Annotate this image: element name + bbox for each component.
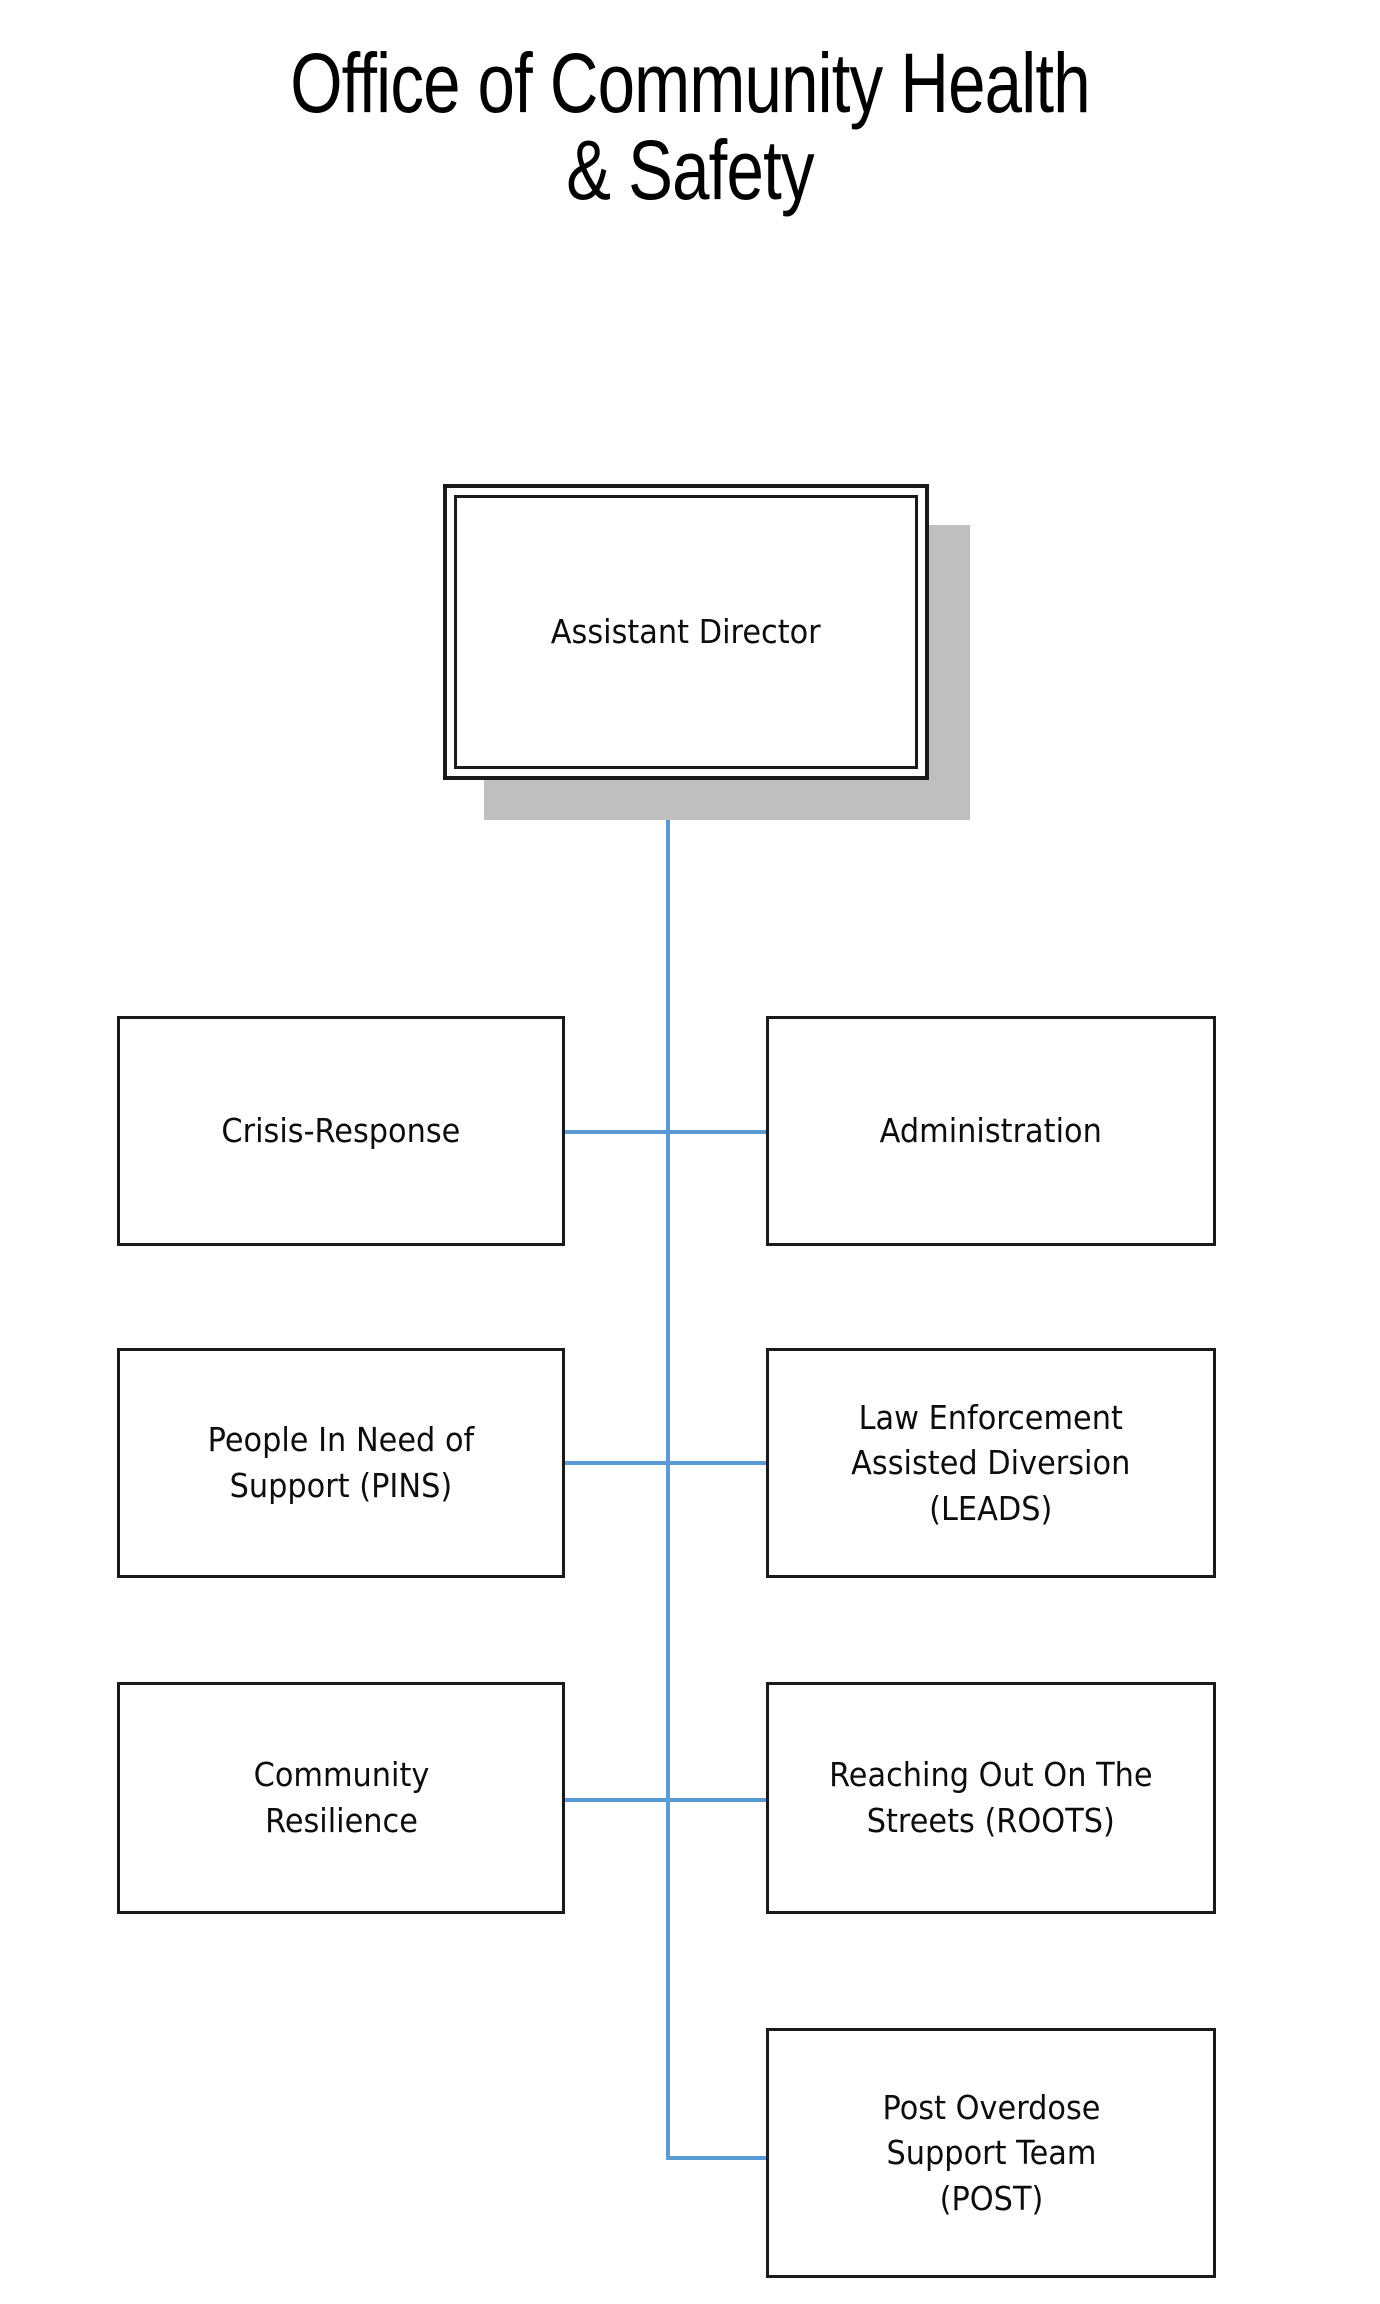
node-label-community-resilience: Community Resilience <box>253 1755 429 1840</box>
node-label-leads: Law Enforcement Assisted Diversion (LEAD… <box>851 1397 1131 1528</box>
node-assistant-director[interactable]: Assistant Director <box>443 484 929 780</box>
node-administration[interactable]: Administration <box>766 1016 1216 1246</box>
node-community-resilience[interactable]: Community Resilience <box>117 1682 565 1914</box>
node-label-pins: People In Need of Support (PINS) <box>207 1420 475 1505</box>
connector-row3-horizontal <box>563 1798 769 1802</box>
node-label-crisis-response: Crisis-Response <box>221 1111 461 1151</box>
connector-trunk-vertical <box>666 775 670 2160</box>
root-inner-frame: Assistant Director <box>454 495 918 769</box>
node-roots[interactable]: Reaching Out On The Streets (ROOTS) <box>766 1682 1216 1914</box>
node-post[interactable]: Post Overdose Support Team (POST) <box>766 2028 1216 2278</box>
connector-row4-horizontal <box>666 2156 771 2160</box>
connector-row1-horizontal <box>563 1130 769 1134</box>
node-label-post: Post Overdose Support Team (POST) <box>881 2087 1101 2218</box>
page-title: Office of Community Health & Safety <box>290 36 1090 217</box>
node-label-assistant-director: Assistant Director <box>551 612 821 652</box>
connector-row2-horizontal <box>563 1461 769 1465</box>
node-label-administration: Administration <box>879 1111 1103 1151</box>
node-pins[interactable]: People In Need of Support (PINS) <box>117 1348 565 1578</box>
node-crisis-response[interactable]: Crisis-Response <box>117 1016 565 1246</box>
node-label-roots: Reaching Out On The Streets (ROOTS) <box>829 1755 1153 1840</box>
node-leads[interactable]: Law Enforcement Assisted Diversion (LEAD… <box>766 1348 1216 1578</box>
